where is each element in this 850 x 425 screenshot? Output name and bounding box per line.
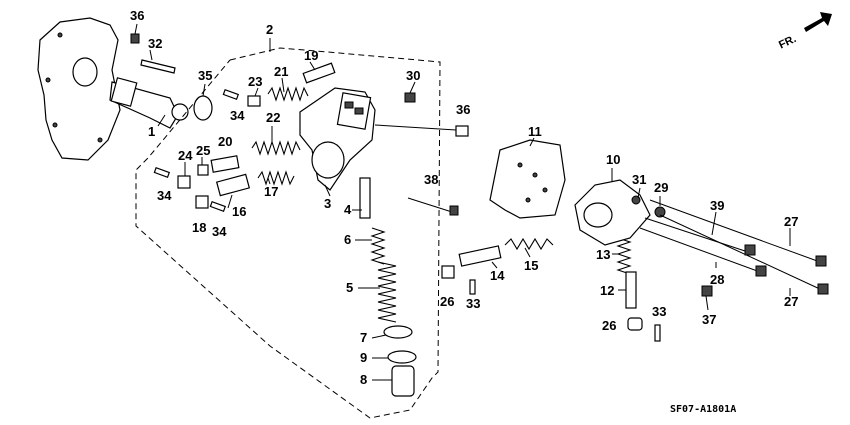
transmission-case	[37, 17, 121, 161]
callout-label: 34	[212, 224, 227, 239]
callout-label: 15	[524, 258, 538, 273]
valve-19	[302, 62, 336, 84]
callout-label: 31	[632, 172, 646, 187]
callout-label: 30	[406, 68, 420, 83]
callout-label: 20	[218, 134, 232, 149]
pin-33b	[654, 324, 661, 342]
valve-16	[215, 173, 251, 197]
callout-label: 10	[606, 152, 620, 167]
pin-34a	[222, 88, 240, 100]
valve-12	[625, 271, 637, 309]
callout-label: 8	[360, 372, 367, 387]
leader-lines	[134, 23, 791, 381]
callout-label: 19	[304, 48, 318, 63]
front-direction-indicator: FR.	[777, 12, 832, 51]
callout-label: 39	[710, 198, 724, 213]
arrow-icon	[804, 12, 832, 32]
callout-label: 35	[198, 68, 212, 83]
drawing-code: SF07-A1801A	[670, 404, 736, 415]
callout-label: 9	[360, 350, 367, 365]
plug-26a	[441, 265, 455, 279]
pin-32	[140, 59, 176, 74]
callout-label: 23	[248, 74, 262, 89]
callout-label: 37	[702, 312, 716, 327]
separator-plate	[489, 139, 566, 219]
washer-9	[387, 350, 417, 364]
spring-6	[370, 227, 386, 265]
bolt-38	[407, 197, 453, 213]
bolt-37	[701, 285, 713, 297]
callout-labels: 36 32 35 1 2 19 23 21 34 30 36 22 20 24 …	[130, 8, 798, 387]
callout-label: 11	[528, 124, 542, 139]
callout-label: 3	[324, 196, 331, 211]
callout-label: 18	[192, 220, 206, 235]
callout-label: 33	[466, 296, 480, 311]
callout-label: 1	[148, 124, 155, 139]
cap-25	[197, 164, 209, 176]
callout-label: 26	[602, 318, 616, 333]
valve-4	[359, 177, 371, 219]
servo-body	[574, 179, 666, 246]
callout-label: 38	[424, 172, 438, 187]
callout-label: 22	[266, 110, 280, 125]
callout-label: 14	[490, 268, 505, 283]
dowel-36b	[455, 125, 469, 137]
callout-label: 5	[346, 280, 353, 295]
valve-20	[210, 155, 240, 173]
callout-label: 33	[652, 304, 666, 319]
bolt-28	[639, 227, 761, 273]
callout-label: 4	[344, 202, 352, 217]
callout-label: 27	[784, 214, 798, 229]
valve-14	[458, 245, 502, 267]
direction-label: FR.	[777, 33, 798, 51]
callout-label: 2	[266, 22, 273, 37]
callout-label: 21	[274, 64, 288, 79]
callout-label: 26	[440, 294, 454, 309]
callout-label: 29	[654, 180, 668, 195]
pin-34c	[209, 200, 227, 212]
valve-body	[299, 87, 376, 191]
callout-label: 25	[196, 143, 210, 158]
callout-label: 24	[178, 148, 193, 163]
bolt-30	[404, 92, 416, 103]
spring-22	[251, 140, 301, 156]
plug-18	[195, 195, 209, 209]
bolt-27b	[659, 214, 823, 291]
callout-label: 17	[264, 184, 278, 199]
sleeve-8	[391, 365, 415, 397]
pin-34b	[153, 166, 171, 178]
callout-label: 27	[784, 294, 798, 309]
spring-17	[257, 170, 295, 186]
seat-7	[383, 325, 413, 339]
pin-33a	[469, 279, 476, 295]
bolt-39	[644, 217, 749, 253]
spring-13	[616, 237, 632, 275]
callout-label: 7	[360, 330, 367, 345]
collar-24	[177, 175, 191, 189]
spring-21	[267, 86, 309, 102]
callout-label: 12	[600, 283, 614, 298]
plug-26b	[627, 317, 643, 331]
dowel-36a	[130, 33, 140, 44]
collar-23	[247, 95, 261, 107]
spring-15	[504, 237, 554, 251]
shift-shaft	[109, 77, 189, 129]
callout-label: 36	[130, 8, 144, 23]
callout-label: 36	[456, 102, 470, 117]
bolt-27a	[649, 199, 821, 263]
callout-label: 34	[230, 108, 245, 123]
callout-label: 28	[710, 272, 724, 287]
spring-5	[377, 261, 397, 323]
callout-label: 32	[148, 36, 162, 51]
callout-label: 13	[596, 247, 610, 262]
callout-label: 16	[232, 204, 246, 219]
callout-label: 34	[157, 188, 172, 203]
callout-label: 6	[344, 232, 351, 247]
